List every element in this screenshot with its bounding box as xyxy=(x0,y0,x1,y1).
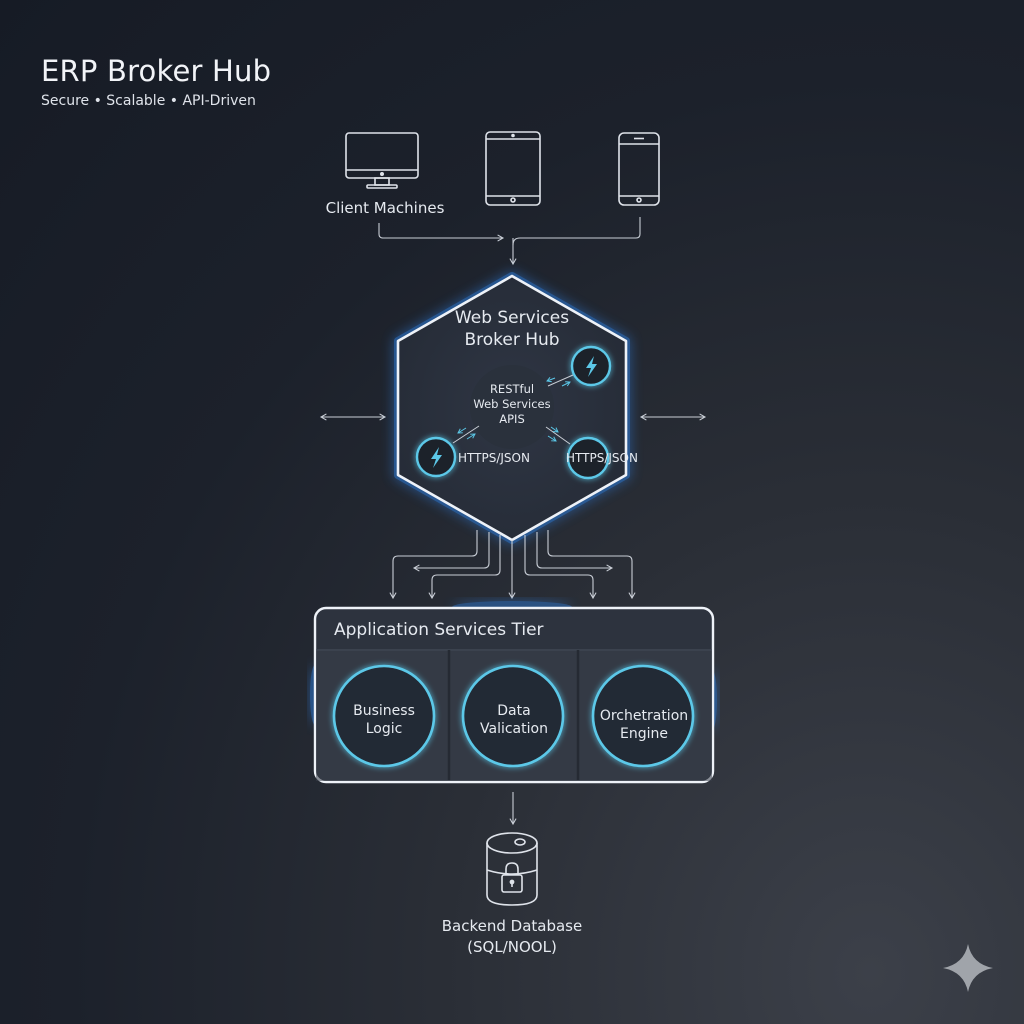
client-connector-right xyxy=(512,217,641,246)
database-label-line1: Backend Database xyxy=(441,917,583,935)
service-circle-business-logic xyxy=(332,664,436,768)
page-subtitle: Secure • Scalable • API-Driven xyxy=(41,93,256,109)
restful-api-label: RESTful Web Services APIS xyxy=(452,382,572,427)
service-business-logic: Business Logic xyxy=(329,702,439,738)
page-title: ERP Broker Hub xyxy=(41,54,272,88)
broker-hub-hexagon xyxy=(394,272,630,544)
hub-title: Web Services Broker Hub xyxy=(412,307,612,351)
service-data-validation: Data Valication xyxy=(459,702,569,738)
client-connector-left xyxy=(378,223,505,242)
sparkle-star-icon xyxy=(943,944,993,992)
restful-line1: RESTful xyxy=(489,382,535,396)
hub-to-tier-connectors xyxy=(389,530,636,600)
hub-node-bottom-left xyxy=(415,436,457,478)
service-label-line2: Logic xyxy=(365,721,403,737)
service-label-line1: Business xyxy=(353,703,415,719)
hub-title-line1: Web Services xyxy=(454,308,570,328)
tablet-icon xyxy=(485,131,541,206)
hub-node-top-right xyxy=(570,345,612,387)
service-label-line1: Data xyxy=(497,703,531,719)
service-label-line2: Valication xyxy=(480,721,548,737)
service-orchestration-engine: Orchetration Engine xyxy=(589,707,699,743)
tier-title: Application Services Tier xyxy=(334,620,544,640)
lightning-bolt-icon xyxy=(431,447,442,468)
database-label: Backend Database (SQL/NOOL) xyxy=(412,916,612,958)
database-label-line2: (SQL/NOOL) xyxy=(467,938,557,956)
lightning-bolt-icon xyxy=(586,356,597,377)
desktop-monitor-icon xyxy=(345,132,419,189)
hub-data-flow-arrows xyxy=(452,374,574,445)
protocol-label-right: HTTPS/JSON xyxy=(566,451,638,465)
restful-line3: APIS xyxy=(499,412,525,426)
client-machines-label: Client Machines xyxy=(325,199,445,217)
protocol-label-left: HTTPS/JSON xyxy=(458,451,530,465)
service-label-line1: Orchetration xyxy=(599,708,689,724)
smartphone-icon xyxy=(618,132,660,206)
service-circle-orchestration-engine xyxy=(591,664,695,768)
locked-database-icon xyxy=(486,832,538,906)
service-circle-data-validation xyxy=(461,664,565,768)
hub-title-line2: Broker Hub xyxy=(464,330,560,350)
restful-line2: Web Services xyxy=(473,397,551,411)
service-label-line2: Engine xyxy=(620,726,668,742)
hub-node-bottom-right xyxy=(566,436,610,480)
